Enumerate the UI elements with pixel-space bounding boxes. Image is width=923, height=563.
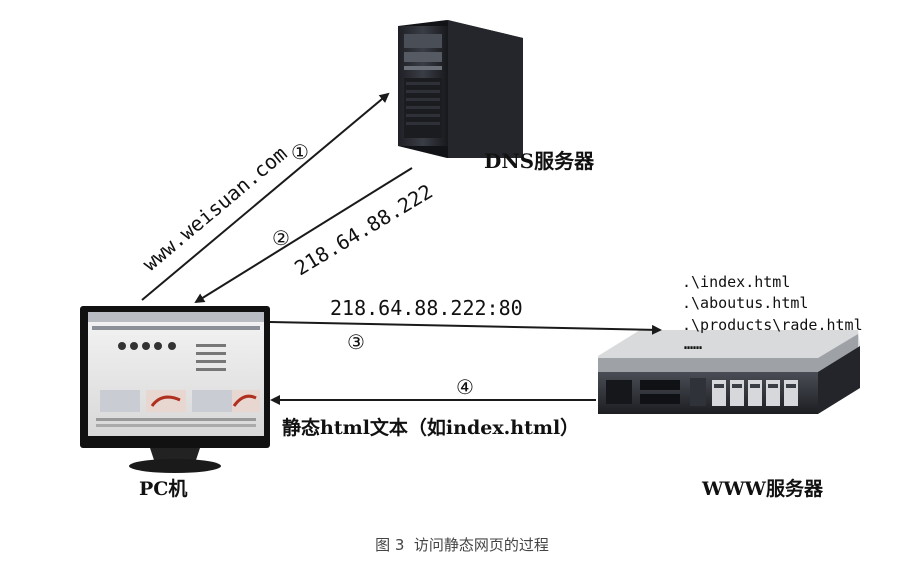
www-server-label: WWW服务器 <box>701 477 824 500</box>
pc-monitor-icon <box>80 306 270 473</box>
step4-text: 静态html文本（如index.html） <box>282 416 579 439</box>
www-server-icon <box>598 330 860 414</box>
dns-server-icon <box>398 20 523 158</box>
www-file-list: .\index.html .\aboutus.html .\products\r… <box>682 273 863 353</box>
dns-server-label: DNS服务器 <box>484 149 595 173</box>
www-file-item: …… <box>684 335 702 353</box>
figure-caption: 图 3 访问静态网页的过程 <box>375 536 549 554</box>
arrow-step3 <box>269 321 662 335</box>
step3-text: 218.64.88.222:80 <box>330 296 523 320</box>
www-file-item: .\aboutus.html <box>682 294 808 312</box>
step1-marker: ① <box>291 140 309 164</box>
pc-label: PC机 <box>139 478 187 500</box>
step4-marker: ④ <box>456 375 474 399</box>
step2-marker: ② <box>272 226 290 250</box>
step1-text: www.weisuan.com <box>138 141 292 275</box>
www-file-item: .\index.html <box>682 273 790 291</box>
arrow-step2 <box>194 167 413 304</box>
www-file-item: .\products\rade.html <box>682 316 863 334</box>
arrow-step1 <box>141 92 390 301</box>
step3-marker: ③ <box>347 330 365 354</box>
